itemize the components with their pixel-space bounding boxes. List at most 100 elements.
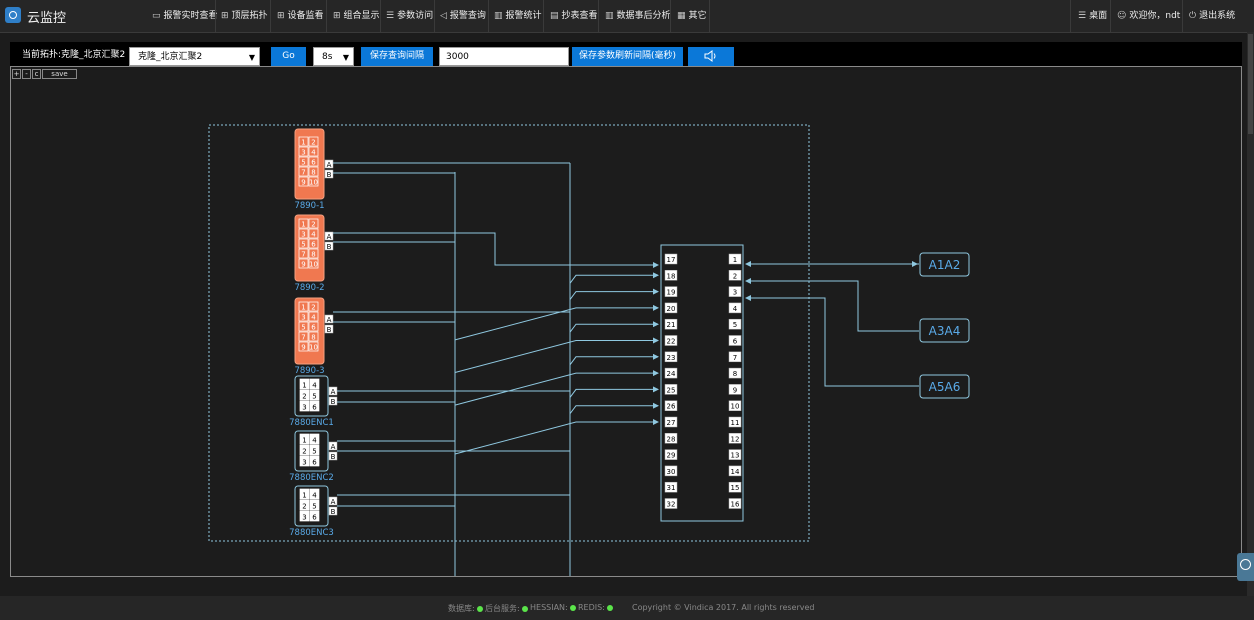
list-icon: ☰ (386, 11, 395, 21)
matrix-output-port (728, 286, 742, 297)
nav-item-param-access[interactable]: ☰参数访问 (386, 0, 433, 32)
matrix-output-label: 7 (733, 354, 737, 362)
device-port (308, 331, 319, 342)
nav-item-topology[interactable]: ⊞顶层拓扑 (221, 0, 268, 32)
nav-item-desktop[interactable]: ☰桌面 (1078, 0, 1107, 32)
status-redis: REDIS: (578, 603, 613, 612)
matrix-output-label: 6 (733, 338, 738, 346)
device-port (299, 433, 310, 445)
device-port-label: 5 (301, 159, 305, 167)
device-port (308, 176, 319, 187)
matrix-input-port (664, 481, 678, 493)
chart-icon: ▥ (494, 11, 503, 21)
device-port (298, 228, 309, 239)
zoom-in-button[interactable]: + (12, 69, 21, 79)
nav-item-alarm-realtime[interactable]: ▭报警实时查看 (152, 0, 218, 32)
nav-item-user[interactable]: ☺欢迎你，ndt (1117, 0, 1180, 32)
device-port-label: 2 (302, 448, 306, 456)
target-node (919, 318, 970, 343)
device-output-label: B (331, 453, 336, 461)
speaker-icon (704, 50, 716, 62)
nav-item-logout[interactable]: ⏻退出系统 (1189, 0, 1235, 32)
device-port (309, 433, 320, 445)
device-port (309, 510, 320, 522)
device-port-label: 4 (311, 231, 316, 239)
matrix-output-port (728, 465, 742, 477)
matrix-input-label: 29 (667, 452, 676, 460)
page-scrollbar[interactable] (1247, 32, 1254, 596)
matrix-output-label: 15 (731, 484, 740, 492)
device-port-label: 1 (301, 139, 305, 147)
refresh-interval-input[interactable]: 3000 (439, 47, 569, 66)
app-logo-icon (5, 7, 21, 23)
save-layout-button[interactable]: save (42, 69, 77, 79)
device-port (308, 301, 319, 312)
target-link-line (745, 295, 919, 387)
zoom-reset-button[interactable]: c (32, 69, 41, 79)
target-link-line (745, 278, 919, 332)
matrix-input-label: 26 (667, 403, 676, 411)
device-port-label: 1 (301, 304, 305, 312)
link-line (569, 386, 659, 398)
device-port (308, 136, 319, 147)
nav-item-meter-view[interactable]: ▤抄表查看 (550, 0, 598, 32)
device-port-label: 4 (311, 314, 316, 322)
matrix-output-port (728, 270, 742, 281)
sound-toggle-button[interactable] (688, 47, 734, 66)
nav-item-device-monitor[interactable]: ⊞设备监看 (277, 0, 324, 32)
zoom-out-button[interactable]: - (22, 69, 31, 79)
go-button[interactable]: Go (271, 47, 306, 66)
user-icon: ☺ (1117, 11, 1127, 21)
device-port (298, 311, 309, 322)
topology-select[interactable]: 克隆_北京汇聚2▼ (129, 47, 260, 66)
device-port (308, 156, 319, 167)
nav-divider (326, 0, 327, 32)
nav-item-combined-display[interactable]: ⊞组合显示 (333, 0, 380, 32)
matrix-output-label: 13 (731, 452, 740, 460)
nav-divider (270, 0, 271, 32)
calendar-icon: ▤ (550, 11, 559, 21)
device-port-label: 1 (302, 382, 306, 390)
matrix-output-label: 1 (733, 256, 737, 264)
nav-item-data-analysis[interactable]: ▥数据事后分析 (605, 0, 671, 32)
target-node-label: A3A4 (929, 324, 961, 338)
device-port-label: 2 (311, 304, 315, 312)
matrix-output-label: 9 (733, 386, 737, 394)
scrollbar-thumb[interactable] (1248, 34, 1253, 134)
matrix-output-port (728, 384, 742, 395)
device-port-label: 7 (301, 169, 305, 177)
device-port-label: 6 (312, 404, 317, 412)
matrix-input-port (664, 498, 678, 509)
save-refresh-button[interactable]: 保存参数刷新间隔(毫秒) (572, 47, 683, 66)
device-port-label: 3 (302, 459, 306, 467)
nav-item-other[interactable]: ▦其它 (677, 0, 707, 32)
interval-select[interactable]: 8s▼ (313, 47, 354, 66)
device-output-port (328, 506, 338, 516)
nav-item-alarm-query[interactable]: ◁报警查询 (440, 0, 486, 32)
matrix-output-port (728, 367, 742, 379)
side-panel-handle[interactable] (1237, 553, 1254, 581)
target-node (919, 252, 970, 277)
matrix-input-port (664, 270, 678, 281)
device-port (298, 248, 309, 259)
device-port (308, 311, 319, 322)
device-port (308, 218, 319, 229)
current-topology-label: 当前拓扑:克隆_北京汇聚2 (22, 50, 126, 60)
device-port-label: 5 (301, 324, 305, 332)
device-port-label: 8 (311, 251, 315, 259)
device-output-port (328, 441, 338, 451)
device-port (308, 166, 319, 177)
nav-item-alarm-stats[interactable]: ▥报警统计 (494, 0, 542, 32)
device-port (299, 378, 310, 390)
device-port-label: 3 (302, 404, 306, 412)
link-line (454, 370, 659, 406)
device-output-label: B (331, 398, 336, 406)
device-port-label: 4 (312, 382, 317, 390)
device-port (309, 389, 320, 401)
matrix-input-port (664, 384, 678, 395)
save-interval-button[interactable]: 保存查询间隔 (361, 47, 433, 66)
device-port (299, 455, 310, 467)
speaker-icon: ◁ (440, 11, 447, 21)
